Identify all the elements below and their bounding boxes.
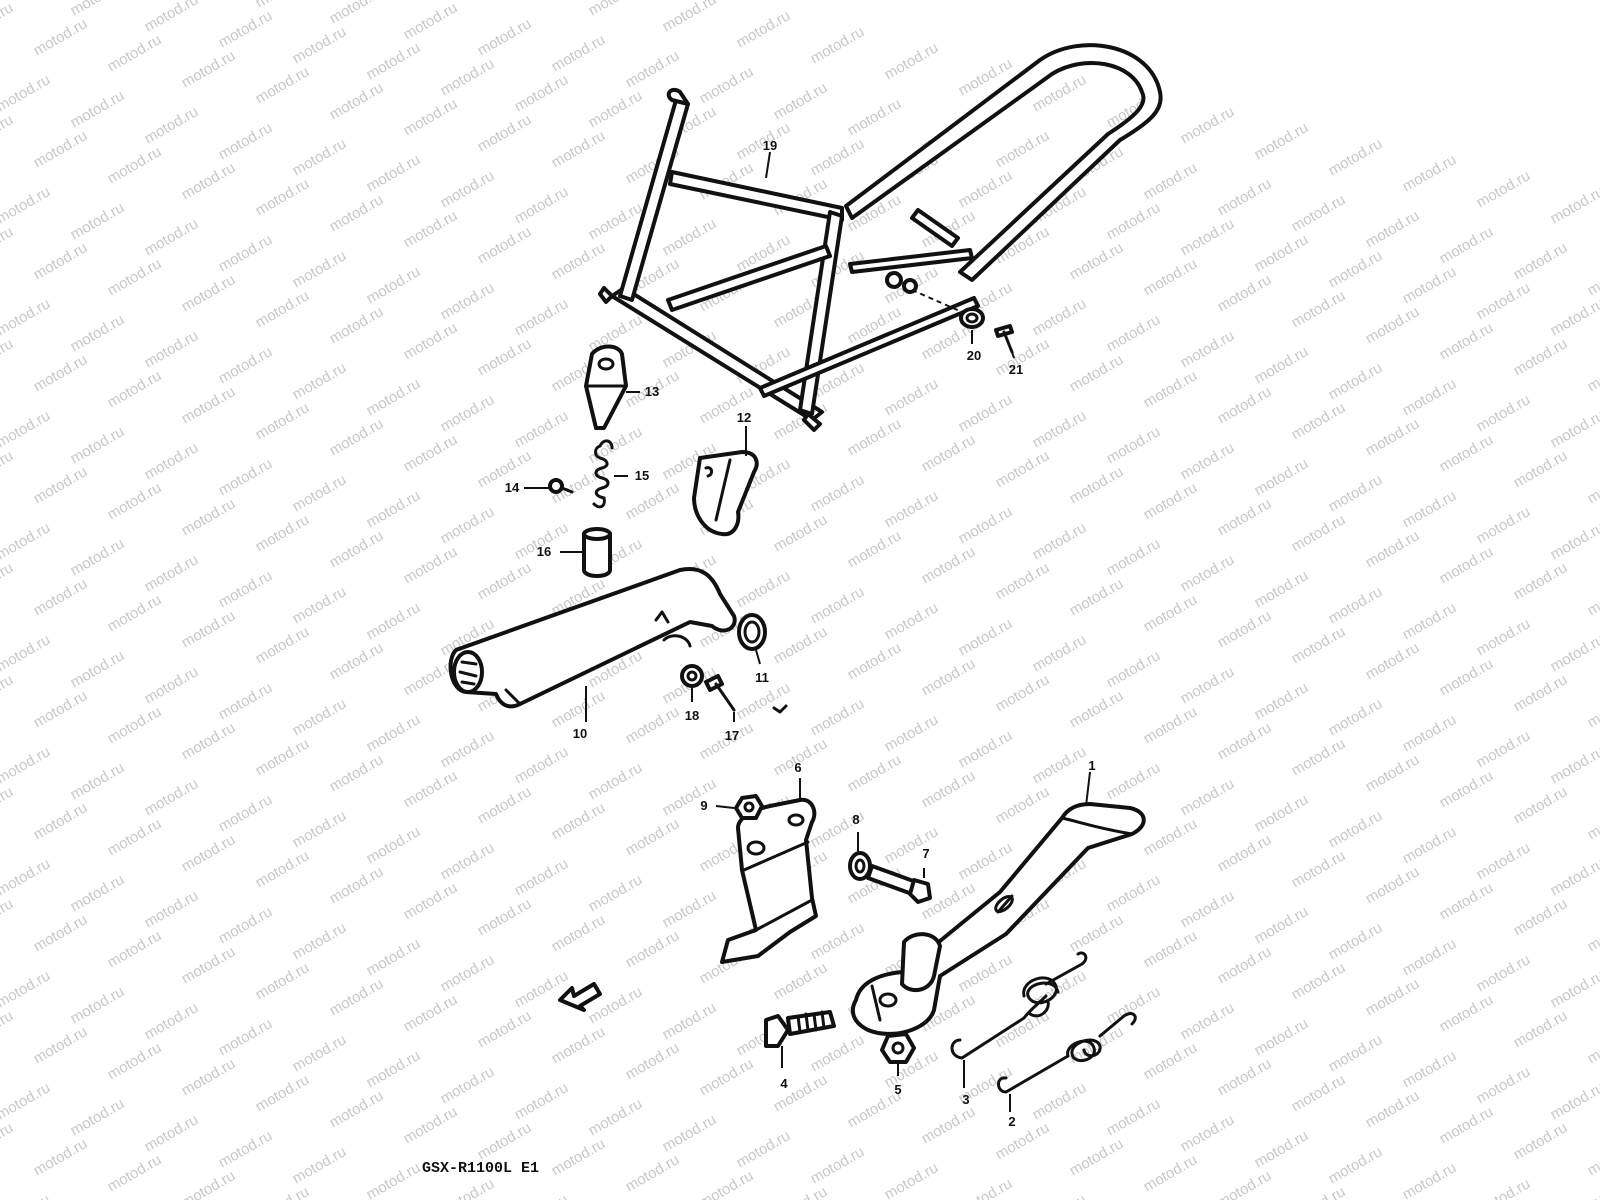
part-1-side-stand: 1 [850,758,1146,1036]
part-18-nut: 18 [680,664,704,723]
part-6-stand-bracket: 6 [720,760,818,964]
part-7-bolt: 7 [866,846,932,904]
part-9-nut: 9 [700,794,764,820]
part-10-lever: 10 [448,567,737,741]
callout-13: 13 [645,384,659,399]
part-12-cover: 12 [692,410,759,537]
part-3-spring: 3 [950,951,1088,1107]
callout-18: 18 [685,708,699,723]
part-4-pivot-bolt: 4 [764,1010,836,1091]
callout-1: 1 [1088,758,1095,773]
part-13-bracket: 13 [584,344,659,430]
part-17-bolt: 17 [704,674,739,743]
callout-6: 6 [794,760,801,775]
callout-8: 8 [852,812,859,827]
callout-7: 7 [922,846,929,861]
callout-2: 2 [1008,1114,1015,1129]
callout-19: 19 [763,138,777,153]
callout-15: 15 [635,468,649,483]
part-21-bolt: 21 [994,324,1023,377]
callout-17: 17 [725,728,739,743]
model-caption: GSX-R1100L E1 [422,1160,539,1177]
center-stand-frame: 19 [598,43,1163,432]
part-2-spring: 2 [997,1012,1137,1129]
front-direction-arrow-icon [558,982,602,1012]
callout-3: 3 [962,1092,969,1107]
callout-4: 4 [780,1076,788,1091]
part-14-bolt: 14 [505,478,574,495]
small-clip-mark [772,704,788,714]
part-16-collar: 16 [537,527,612,578]
part-11-washer: 11 [737,613,769,685]
part-8-washer: 8 [848,812,872,881]
callout-21: 21 [1009,362,1023,377]
callout-12: 12 [737,410,751,425]
callout-5: 5 [894,1082,901,1097]
callout-10: 10 [573,726,587,741]
callout-11: 11 [755,670,769,685]
part-5-nut: 5 [880,1032,916,1097]
part-15-spring: 15 [592,439,649,509]
callout-16: 16 [537,544,551,559]
callout-14: 14 [505,480,520,495]
callout-20: 20 [967,348,981,363]
part-20-grommet: 20 [959,307,985,363]
callout-9: 9 [700,798,707,813]
